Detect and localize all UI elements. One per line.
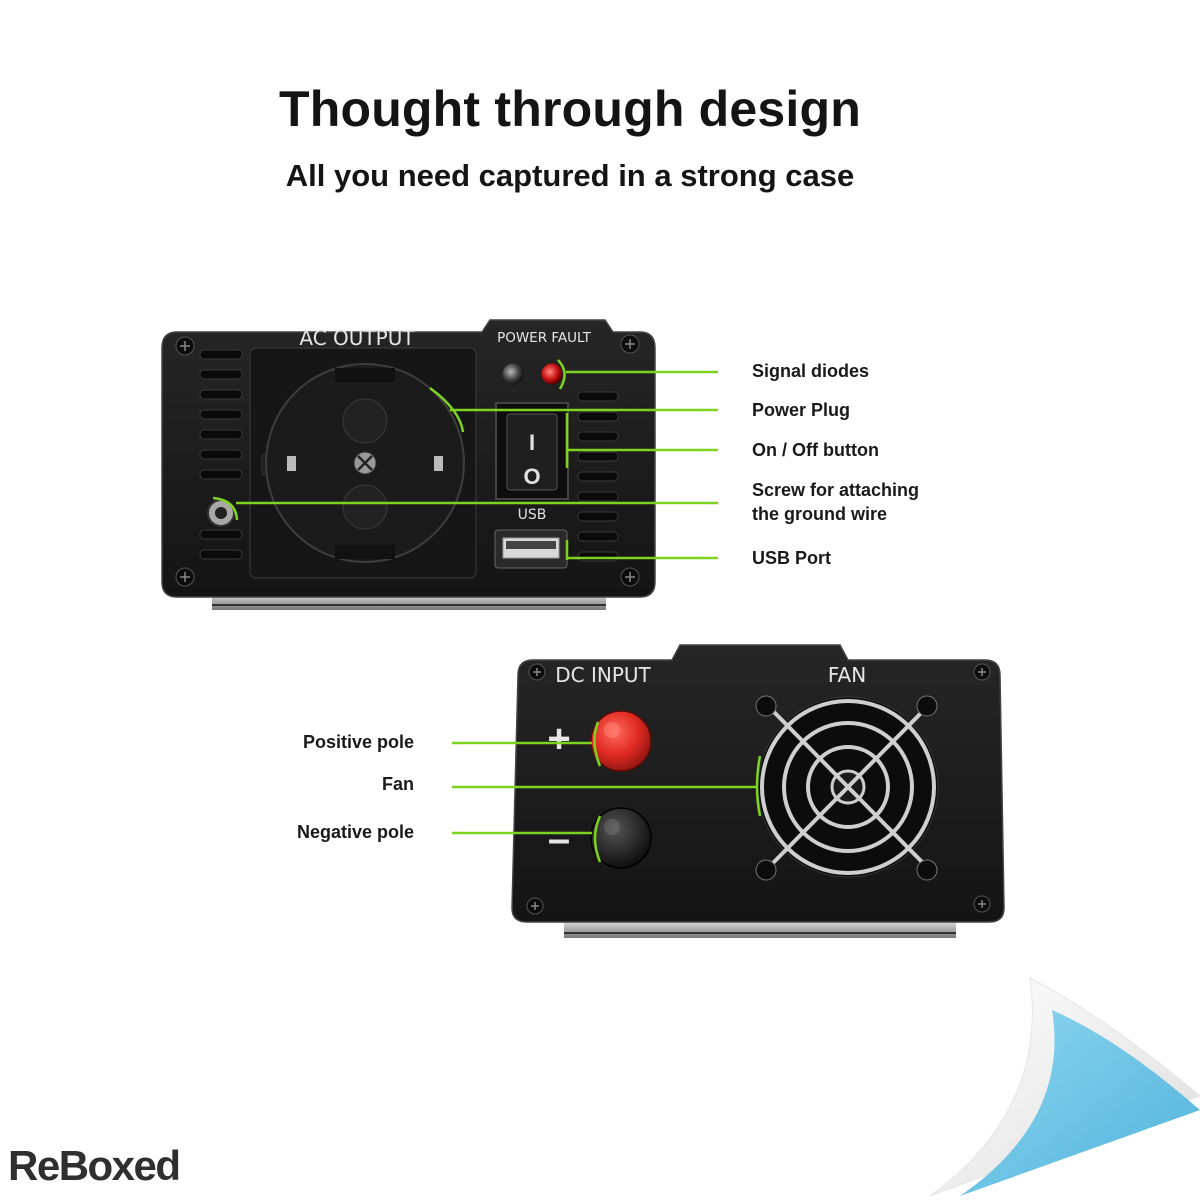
callout-on-off-button: On / Off button — [752, 440, 879, 460]
positive-symbol: + — [547, 717, 570, 761]
screw-icon — [175, 567, 195, 587]
dc-input-label: DC INPUT — [555, 663, 651, 687]
screw-icon — [620, 334, 640, 354]
screw-icon — [620, 567, 640, 587]
screw-icon — [973, 895, 991, 913]
led-icon — [501, 362, 525, 386]
switch-off-symbol: O — [523, 464, 540, 489]
page-curl-decoration — [929, 977, 1200, 1197]
power-fault-label: POWER FAULT — [497, 330, 592, 346]
usb-label: USB — [518, 507, 547, 523]
negative-symbol: – — [548, 817, 570, 861]
reboxed-logo: ReBoxed — [8, 1142, 181, 1189]
callout-power-plug: Power Plug — [752, 400, 851, 420]
ac-right-vents — [577, 391, 619, 562]
screw-icon — [526, 897, 544, 915]
terminal-knob-icon — [590, 710, 652, 772]
screw-icon — [175, 336, 195, 356]
page-title: Thought through design — [278, 81, 862, 137]
callout-screw-line1: Screw for attaching — [752, 480, 920, 500]
usb-port-icon — [494, 529, 568, 569]
callout-signal-diodes: Signal diodes — [752, 361, 870, 381]
page-subtitle: All you need captured in a strong case — [285, 158, 855, 193]
dc-bottom-rail — [564, 922, 956, 938]
ac-left-vents — [199, 349, 243, 560]
led-icon — [540, 362, 564, 386]
fan-label: FAN — [828, 663, 866, 687]
ac-output-label: AC OUTPUT — [299, 326, 415, 350]
ac-panel: AC OUTPUT POWER FAULT I O USB — [161, 319, 656, 610]
callout-lines — [212, 359, 762, 863]
callout-negative-pole: Negative pole — [296, 822, 414, 842]
screw-icon — [528, 663, 546, 681]
fan-grille-icon — [755, 695, 939, 881]
callout-screw-line2: the ground wire — [752, 504, 887, 524]
screw-icon — [973, 663, 991, 681]
power-switch-icon: I O — [495, 402, 569, 500]
callout-positive-pole: Positive pole — [302, 732, 414, 752]
schuko-socket-icon — [249, 347, 477, 579]
callout-usb-port: USB Port — [752, 548, 832, 568]
switch-on-symbol: I — [529, 430, 535, 455]
terminal-knob-icon — [590, 807, 652, 869]
callout-fan: Fan — [381, 774, 414, 794]
